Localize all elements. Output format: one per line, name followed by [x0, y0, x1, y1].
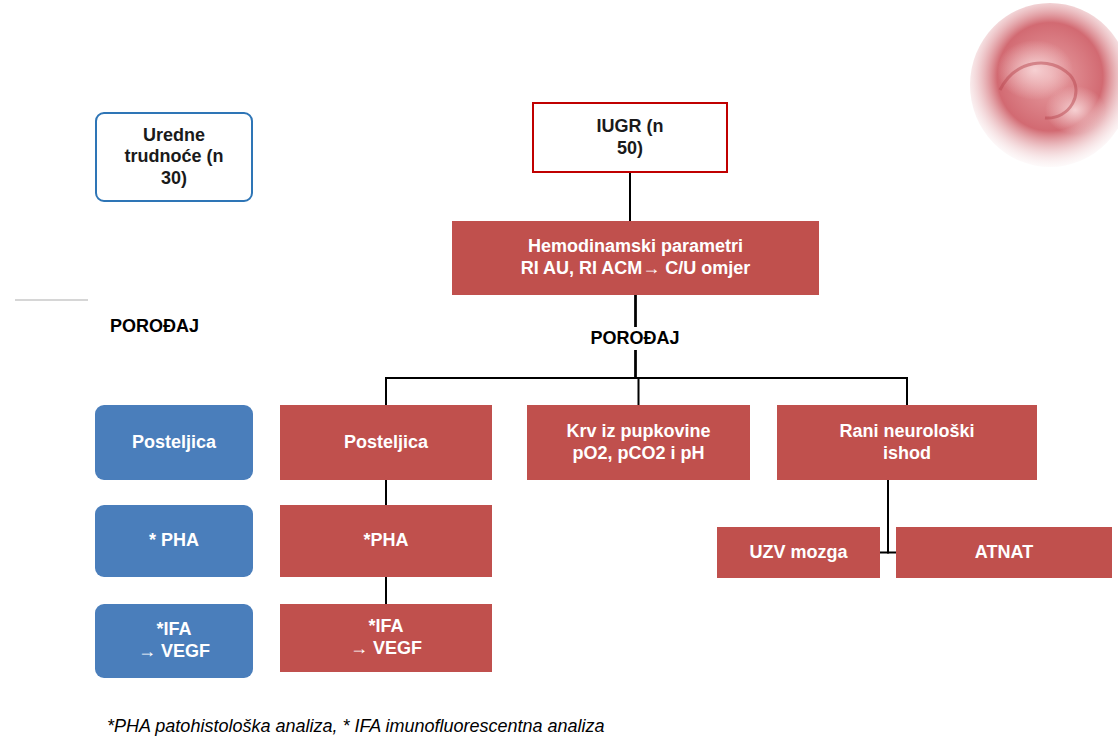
node-text: UZV mozga — [749, 542, 847, 564]
connector-line — [880, 480, 888, 553]
connector-line — [888, 480, 896, 553]
node-text: Posteljica — [344, 432, 428, 454]
node-text: ATNAT — [975, 542, 1033, 564]
node-text: → VEGF — [138, 641, 210, 663]
process-box: Rani neurološki ishod — [777, 405, 1037, 480]
caption: *PHA patohistološka analiza, * IFA imuno… — [107, 716, 605, 737]
process-box: UZV mozga — [717, 527, 880, 578]
process-box: *PHA — [280, 505, 492, 577]
node-text: Rani neurološki ishod — [827, 421, 987, 464]
stage-label: POROĐAJ — [110, 316, 199, 337]
connector-line — [629, 173, 631, 221]
node-text: Posteljica — [132, 432, 216, 454]
process-box: Krv iz pupkovine pO2, pCO2 i pH — [527, 405, 750, 480]
process-box: *IFA→ VEGF — [95, 604, 253, 678]
stage-label: POROĐAJ — [586, 327, 683, 350]
connector-line — [385, 480, 387, 505]
group-box: IUGR (n 50) — [532, 102, 728, 173]
connector-line — [386, 295, 636, 405]
node-text: *PHA — [363, 530, 408, 552]
connector-line — [636, 295, 908, 405]
process-box: * PHA — [95, 505, 253, 577]
process-box: Posteljica — [95, 405, 253, 480]
group-box: Uredne trudnoće (n 30) — [95, 112, 253, 202]
node-text: * PHA — [149, 530, 199, 552]
process-box: Posteljica — [280, 405, 492, 480]
node-text: → VEGF — [350, 638, 422, 660]
node-text: *IFA — [156, 619, 191, 641]
fetus-illustration — [970, 3, 1118, 167]
node-text: *IFA — [368, 616, 403, 638]
node-text: Uredne trudnoće (n 30) — [124, 125, 224, 190]
node-text: Krv iz pupkovine pO2, pCO2 i pH — [551, 421, 726, 464]
separator-line — [15, 299, 88, 301]
node-text: RI AU, RI ACM→ C/U omjer — [521, 258, 751, 280]
process-box: *IFA→ VEGF — [280, 604, 492, 672]
connector-line — [385, 577, 387, 604]
node-text: IUGR (n 50) — [595, 116, 665, 159]
process-box: Hemodinamski parametriRI AU, RI ACM→ C/U… — [452, 221, 819, 295]
node-text: Hemodinamski parametri — [528, 236, 743, 258]
process-box: ATNAT — [896, 527, 1112, 578]
